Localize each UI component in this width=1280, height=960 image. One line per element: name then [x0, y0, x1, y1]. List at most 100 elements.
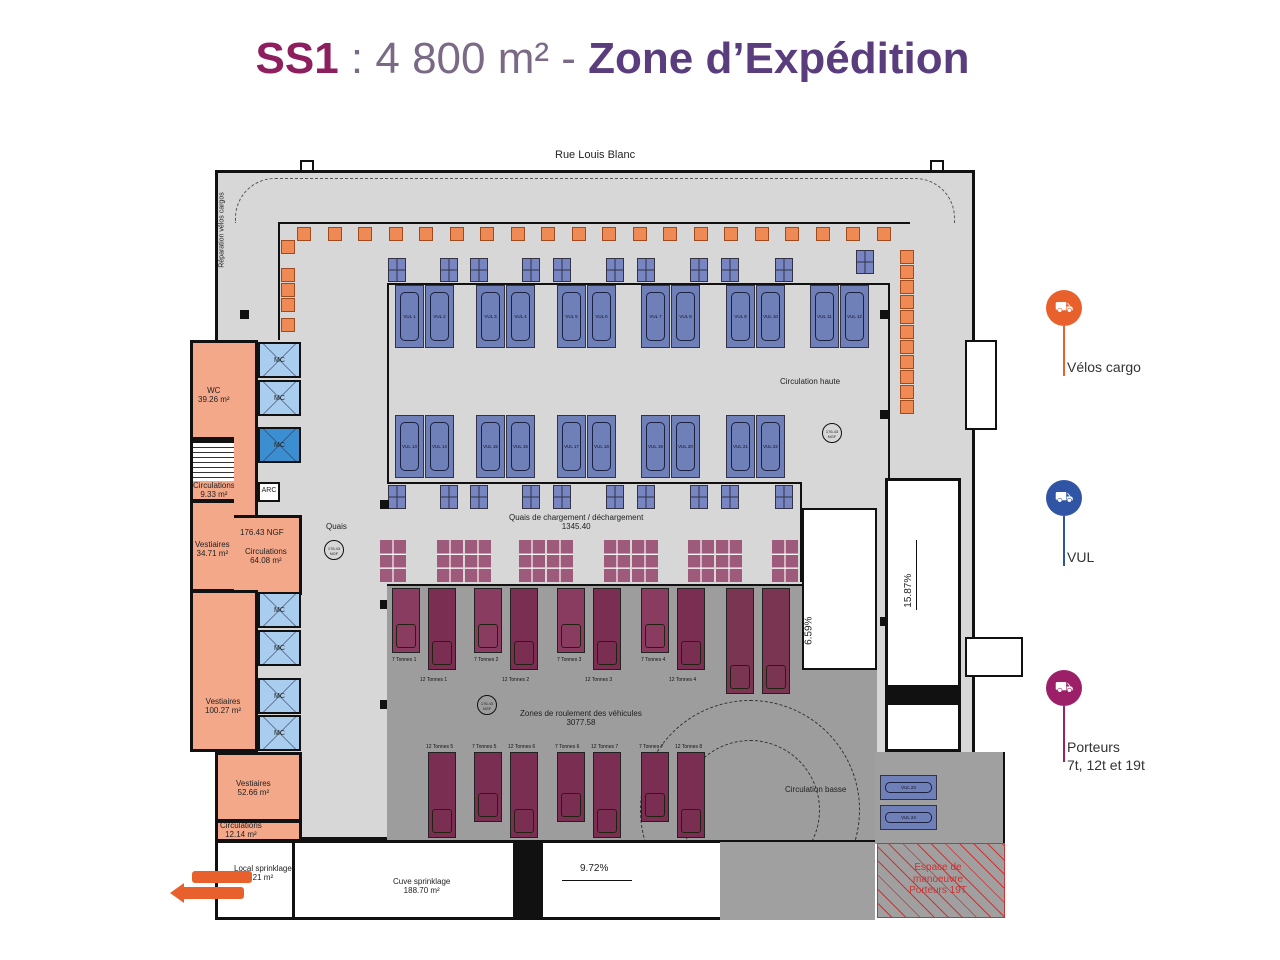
cargo-bike-bay: [602, 227, 616, 241]
ngf-badge: 176.43 NGF: [324, 540, 344, 560]
cargo-bike-bay: [754, 227, 769, 241]
vul-spot: VUL 8: [671, 285, 700, 348]
circulation-basse-label: Circulation basse: [785, 785, 847, 794]
cargo-bike-bay: [281, 318, 295, 332]
cargo-bike-spot: [547, 540, 573, 582]
bike-spot: [690, 258, 708, 282]
vul-spot: VUL 12: [840, 285, 869, 348]
cargo-bike-bay: [876, 227, 891, 241]
cargo-bike-spot: [772, 540, 798, 582]
cargo-bike-bay: [480, 227, 494, 241]
mc-room: MC: [258, 592, 301, 628]
vul-spot: VUL 9: [726, 285, 755, 348]
truck-label: 12 Tonnes 3: [585, 677, 613, 683]
cargo-bike-spot: [437, 540, 463, 582]
legend-line: [1063, 706, 1065, 762]
ramp-1-slope: 6.59%: [803, 616, 815, 645]
wall: [278, 222, 910, 224]
vul-spot: VUL 5: [557, 285, 586, 348]
truck-7t: [474, 588, 502, 653]
cargo-bike-bay: [571, 227, 586, 241]
truck-12t: [593, 588, 621, 670]
cargo-bike-bay: [900, 385, 914, 399]
ramp-3-slope: 9.72%: [580, 863, 609, 874]
truck-label: 12 Tonnes 6: [508, 744, 536, 750]
room-area: 100.27 m²: [205, 706, 242, 716]
truck-label: 12 Tonnes 4: [669, 677, 697, 683]
manoeuvre-zone: [877, 843, 1005, 918]
cargo-bike-bay: [663, 227, 677, 241]
ramp-2-lower: [885, 702, 961, 752]
bike-spot: [553, 485, 571, 509]
vul-spot: VUL 15: [476, 415, 505, 478]
wall: [513, 842, 543, 920]
wall: [278, 222, 280, 340]
cargo-bike-bay: [632, 227, 647, 241]
cargo-bike-spot: [519, 540, 545, 582]
room-vestiaires-3: [215, 752, 302, 822]
truck-label: 7 Tonnes 3: [557, 657, 582, 663]
room-name: Vestiaires: [236, 779, 271, 788]
truck-label: 12 Tonnes 2: [502, 677, 530, 683]
cargo-bike-spot: [632, 540, 658, 582]
bike-spot: [690, 485, 708, 509]
cargo-bike-bay: [281, 298, 295, 312]
cargo-bike-spot: [716, 540, 742, 582]
cargo-bike-bay: [281, 240, 295, 254]
room-area: 9.33 m²: [200, 490, 228, 500]
cargo-bike-bay: [541, 227, 555, 241]
truck-spot: [641, 752, 669, 822]
truck-12t: [677, 588, 705, 670]
vul-spot: VUL 17: [557, 415, 586, 478]
arrow-left-icon: [170, 883, 184, 903]
vul-spot: VUL 20: [671, 415, 700, 478]
cargo-bike-bay: [281, 283, 295, 297]
bike-spot: [721, 258, 739, 282]
vent-icon: [300, 160, 314, 172]
ramp-1: [802, 508, 877, 670]
cargo-bike-bay: [900, 265, 914, 279]
stair-block: [965, 637, 1023, 677]
cargo-bike-bay: [900, 400, 914, 414]
truck-spot: [677, 752, 705, 838]
ngf-badge: 176.43 NGF: [477, 695, 497, 715]
vul-spot: VUL 13: [395, 415, 424, 478]
pillar: [380, 600, 389, 609]
truck-spot: [557, 752, 585, 822]
cargo-bike-bay: [388, 227, 403, 241]
cargo-bike-bay: [281, 268, 295, 282]
cargo-bike-bay: [327, 227, 342, 241]
truck-label: 12 Tonnes 5: [426, 744, 454, 750]
truck-spot: [428, 752, 456, 838]
circulation-haute-label: Circulation haute: [780, 377, 841, 386]
cargo-bike-bay: [358, 227, 372, 241]
truck-12t: [428, 588, 456, 670]
bike-spot: [440, 258, 458, 282]
vul-spot: VUL 24: [880, 805, 937, 830]
van-icon: ⛟: [1046, 480, 1082, 516]
truck-19t: [762, 588, 790, 694]
vul-spot: VUL 18: [587, 415, 616, 478]
wall: [885, 688, 961, 702]
cargo-bike-bay: [900, 340, 914, 354]
cargo-bike-bay: [449, 227, 464, 241]
room-area: 21 m²: [252, 873, 274, 883]
ramp-2-slope: 15.87%: [903, 573, 915, 608]
truck-label: 12 Tonnes 1: [420, 677, 448, 683]
street-label: Rue Louis Blanc: [555, 149, 636, 161]
ngf-label: 176.43 NGF: [240, 528, 284, 537]
vul-spot: VUL 11: [810, 285, 839, 348]
vul-spot: VUL 7: [641, 285, 670, 348]
manoeuvre-label: Espace de manoeuvre Porteurs 19T: [909, 862, 967, 896]
vul-spot: VUL 3: [476, 285, 505, 348]
legend-label: 7t, 12t et 19t: [1067, 757, 1145, 773]
vul-spot: VUL 10: [756, 285, 785, 348]
truck-label: 7 Tonnes 5: [472, 744, 497, 750]
vul-spot: VUL 16: [506, 415, 535, 478]
legend-label: Vélos cargo: [1067, 359, 1141, 375]
room-area: 64.08 m²: [250, 556, 282, 566]
truck-12t: [510, 588, 538, 670]
truck-19t: [726, 588, 754, 694]
